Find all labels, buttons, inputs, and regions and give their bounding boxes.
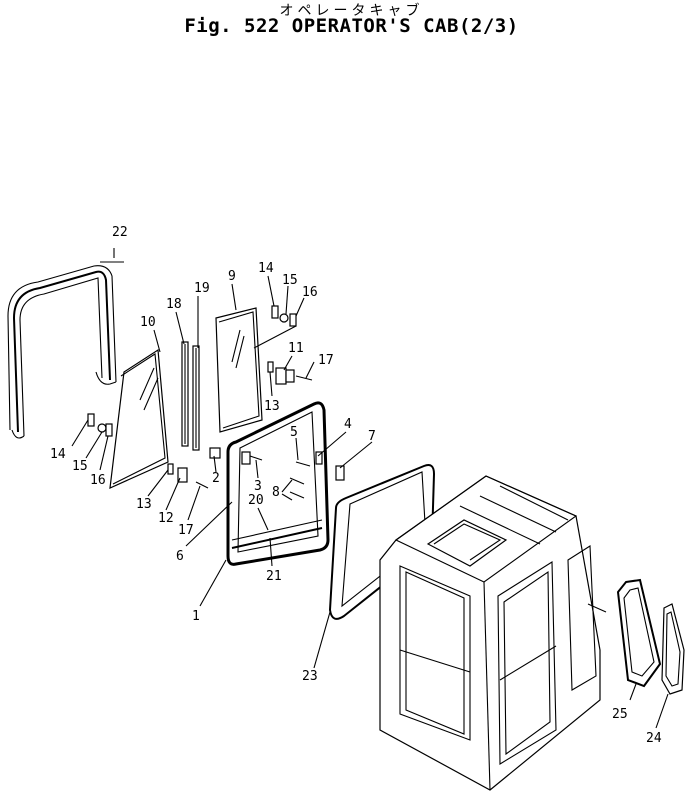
callout-3: 3 [254,479,262,494]
callout-13: 13 [264,399,280,414]
callout-19: 19 [194,281,210,296]
callout-17: 17 [318,353,334,368]
callout-10: 10 [140,315,156,330]
callout-9: 9 [228,269,236,284]
callout-20: 20 [248,493,264,508]
callout-18: 18 [166,297,182,312]
callout-1: 1 [192,609,200,624]
callout-8: 8 [272,485,280,500]
callout-7: 7 [368,429,376,444]
callout-23: 23 [302,669,318,684]
callout-11: 11 [288,341,304,356]
callout-14: 14 [258,261,274,276]
callout-24: 24 [646,731,662,746]
callout-2: 2 [212,471,220,486]
callout-15b: 15 [72,459,88,474]
callout-22: 22 [112,225,128,240]
part-9-sliding-glass [215,307,263,433]
callout-13b: 13 [136,497,152,512]
part-25-seal [616,578,662,688]
part-10-door-glass [109,348,169,489]
callout-25: 25 [612,707,628,722]
hardware-parts [87,305,345,499]
part-1-window-frame [226,401,330,566]
part-22-weatherstrip [7,265,117,439]
leader-lines [71,248,669,729]
part-24-glass [661,603,685,695]
callout-12: 12 [158,511,174,526]
callout-6: 6 [176,549,184,564]
diagram-title-kana: オペレータキャブ [279,3,424,19]
callout-5: 5 [290,425,298,440]
callout-15: 15 [282,273,298,288]
callout-16b: 16 [90,473,106,488]
callout-14b: 14 [50,447,66,462]
operator-cab-body [379,475,601,791]
callout-17b: 17 [178,523,194,538]
callout-21: 21 [266,569,282,584]
callout-16: 16 [302,285,318,300]
callout-4: 4 [344,417,352,432]
diagram-title: Fig. 522 OPERATOR'S CAB(2/3) [184,15,519,37]
